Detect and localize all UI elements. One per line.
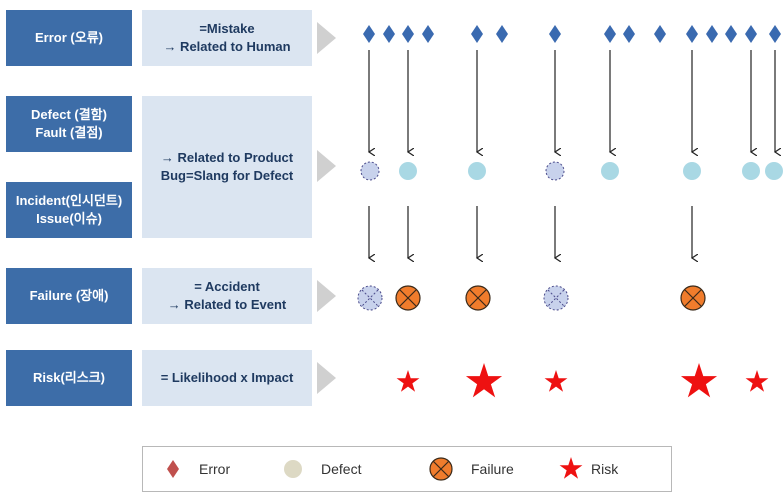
failure-label: Failure (장애) [6,268,132,324]
error-chevron [317,22,336,54]
error-diamond [363,25,375,43]
defect-circle [765,162,783,180]
risk-star-small [396,370,420,392]
error-diamond [686,25,698,43]
error-diamond [769,25,781,43]
error-diamond [383,25,395,43]
error-diamond [706,25,718,43]
legend-diamond-icon [167,460,179,478]
risk-chevron [317,362,336,394]
risk-star-small [544,370,568,392]
error-diamond [422,25,434,43]
failure-dashed-circle [543,285,569,311]
defect-chevron [317,150,336,182]
risk-label: Risk(리스크) [6,350,132,406]
legend-error-label: Error [199,461,231,477]
defect-dashed-circle [360,161,380,181]
defect-circle [399,162,417,180]
failure-chevron [317,280,336,312]
error-diamond [471,25,483,43]
legend-defect-icon [284,460,302,478]
risk-star-large [465,363,503,398]
error-description: =Mistake → Related to Human [142,10,312,66]
defect-fault-label: Defect (결함) Fault (결점) [6,96,132,152]
failure-description: = Accident → Related to Event [142,268,312,324]
defect-circle [468,162,486,180]
legend-failure-icon [429,457,453,481]
error-diamond [745,25,757,43]
defect-circle [742,162,760,180]
error-diamond [549,25,561,43]
defect-circle [601,162,619,180]
error-diamond [402,25,414,43]
error-label: Error (오류) [6,10,132,66]
error-diamond [623,25,635,43]
error-diamond [654,25,666,43]
defect-incident-description: → Related to Product Bug=Slang for Defec… [142,96,312,238]
defect-circle [683,162,701,180]
failure-circle [680,285,706,311]
error-diamond [725,25,737,43]
risk-star-large [680,363,718,398]
risk-description: = Likelihood x Impact [142,350,312,406]
legend-defect-label: Defect [321,461,362,477]
error-diamond [604,25,616,43]
failure-circle [395,285,421,311]
legend-risk-icon [559,457,583,479]
incident-issue-label: Incident(인시던트) Issue(이슈) [6,182,132,238]
defect-dashed-circle [545,161,565,181]
failure-dashed-circle [357,285,383,311]
risk-star-small [745,370,769,392]
error-diamond [496,25,508,43]
legend: Error Defect Failure Risk [142,446,672,492]
failure-circle [465,285,491,311]
legend-failure-label: Failure [471,461,514,477]
legend-risk-label: Risk [591,461,619,477]
